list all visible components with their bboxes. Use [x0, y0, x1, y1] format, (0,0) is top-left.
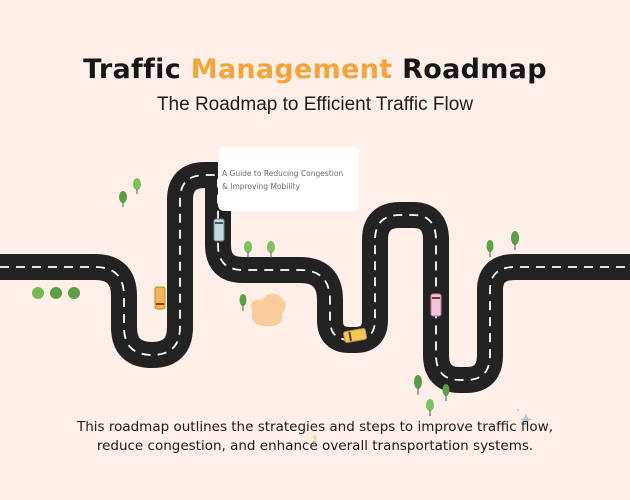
description: This roadmap outlines the strategies and… [0, 418, 630, 456]
car-orange-icon [154, 286, 166, 310]
pond-shape [251, 293, 286, 327]
description-line-2: reduce congestion, and enhance overall t… [96, 438, 534, 454]
callout-text: A Guide to Reducing Congestion & Improvi… [222, 167, 362, 193]
callout-line-2: & Improving Mobility [222, 182, 300, 191]
description-line-1: This roadmap outlines the strategies and… [76, 419, 554, 435]
car-pink-icon [430, 293, 442, 317]
callout-box [218, 147, 359, 211]
trees [119, 178, 519, 416]
small-orange-mark: 2 [312, 435, 317, 444]
road [0, 162, 630, 393]
title-part1: Traffic [83, 54, 191, 85]
car-yellow-icon [343, 327, 368, 344]
page-title: Traffic Management Roadmap [0, 54, 630, 85]
car-blue-icon [213, 218, 225, 242]
title-part2: Roadmap [392, 54, 547, 85]
page-subtitle: The Roadmap to Efficient Traffic Flow [156, 94, 474, 115]
sparkle-icon [517, 409, 532, 426]
dots-indicator [32, 287, 80, 299]
callout-line-1: A Guide to Reducing Congestion [222, 169, 344, 178]
title-accent: Management [190, 54, 393, 85]
